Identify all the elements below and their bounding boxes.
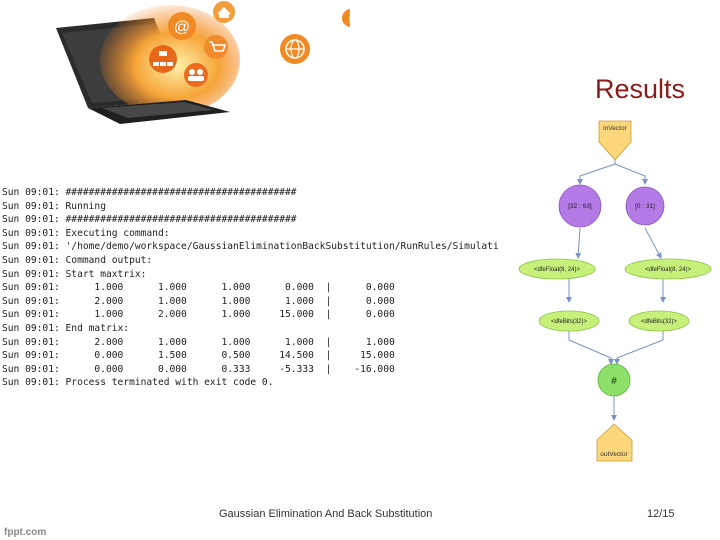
concat-label: # bbox=[611, 376, 617, 387]
output-node-label: outVector bbox=[600, 451, 628, 458]
cart-icon bbox=[204, 35, 228, 59]
input-node-label: inVector bbox=[603, 125, 627, 132]
console-line: Sun 09:01: 2.000 1.000 1.000 1.000 | 0.0… bbox=[2, 295, 395, 307]
slice-node-left: [32 : 63] bbox=[558, 184, 602, 228]
float-left-label: <dfeFloat(8, 24)> bbox=[534, 267, 581, 273]
console-line: Sun 09:01: 0.000 0.000 0.333 -5.333 | -1… bbox=[2, 363, 395, 375]
console-line: Sun 09:01: End matrix: bbox=[2, 323, 130, 334]
console-line: Sun 09:01: '/home/demo/workspace/Gaussia… bbox=[2, 241, 499, 253]
slice-right-label: [0 : 31] bbox=[635, 203, 655, 210]
console-line: Sun 09:01: #############################… bbox=[2, 214, 297, 226]
console-line: Sun 09:01: Command output: bbox=[2, 255, 153, 266]
float-node-right: <dfeFloat(8, 24)> bbox=[624, 258, 712, 280]
slice-left-label: [32 : 63] bbox=[568, 203, 592, 210]
email-icon: @ bbox=[168, 12, 196, 40]
svg-text:@: @ bbox=[174, 19, 190, 36]
home-icon bbox=[213, 1, 235, 23]
input-node: inVector bbox=[598, 120, 632, 161]
float-node-left: <dfeFloat(8, 24)> bbox=[518, 258, 596, 280]
bits-left-label: <dfeBits(32)> bbox=[551, 319, 588, 325]
console-line: Sun 09:01: Executing command: bbox=[2, 227, 170, 239]
console-line: Sun 09:01: Running bbox=[2, 200, 106, 212]
network-icon bbox=[149, 45, 177, 73]
output-node: outVector bbox=[596, 423, 633, 462]
console-line: Sun 09:01: 2.000 1.000 1.000 1.000 | 1.0… bbox=[2, 336, 395, 348]
concat-node: # bbox=[597, 363, 631, 397]
watermark: fppt.com bbox=[4, 527, 47, 538]
console-line: Sun 09:01: #############################… bbox=[2, 187, 297, 198]
page-number: 12/15 bbox=[647, 508, 675, 520]
console-line: Sun 09:01: 1.000 2.000 1.000 15.000 | 0.… bbox=[2, 309, 395, 321]
bits-right-label: <dfeBits(32)> bbox=[641, 319, 678, 325]
users-icon bbox=[184, 63, 208, 87]
console-output: Sun 09:01: #############################… bbox=[0, 184, 517, 394]
console-line: Sun 09:01: Process terminated with exit … bbox=[2, 377, 274, 389]
dataflow-graph: inVector [32 : 63] [0 : 31] <dfeFloat(8,… bbox=[518, 120, 712, 462]
graph-edges bbox=[566, 158, 666, 421]
float-right-label: <dfeFloat(8, 24)> bbox=[645, 267, 692, 273]
console-line: Sun 09:01: Start maxtrix: bbox=[2, 268, 147, 280]
laptop-illustration: @ bbox=[56, 1, 350, 124]
globe-icon bbox=[280, 34, 310, 64]
info-icon bbox=[342, 9, 350, 27]
console-line: Sun 09:01: 0.000 1.500 0.500 14.500 | 15… bbox=[2, 350, 395, 362]
bits-node-left: <dfeBits(32)> bbox=[538, 310, 600, 332]
console-line: Sun 09:01: 1.000 1.000 1.000 0.000 | 0.0… bbox=[2, 282, 395, 294]
footer-title: Gaussian Elimination And Back Substituti… bbox=[219, 508, 433, 520]
bits-node-right: <dfeBits(32)> bbox=[628, 310, 690, 332]
slide-title: Results bbox=[595, 74, 686, 104]
slice-node-right: [0 : 31] bbox=[625, 186, 665, 226]
